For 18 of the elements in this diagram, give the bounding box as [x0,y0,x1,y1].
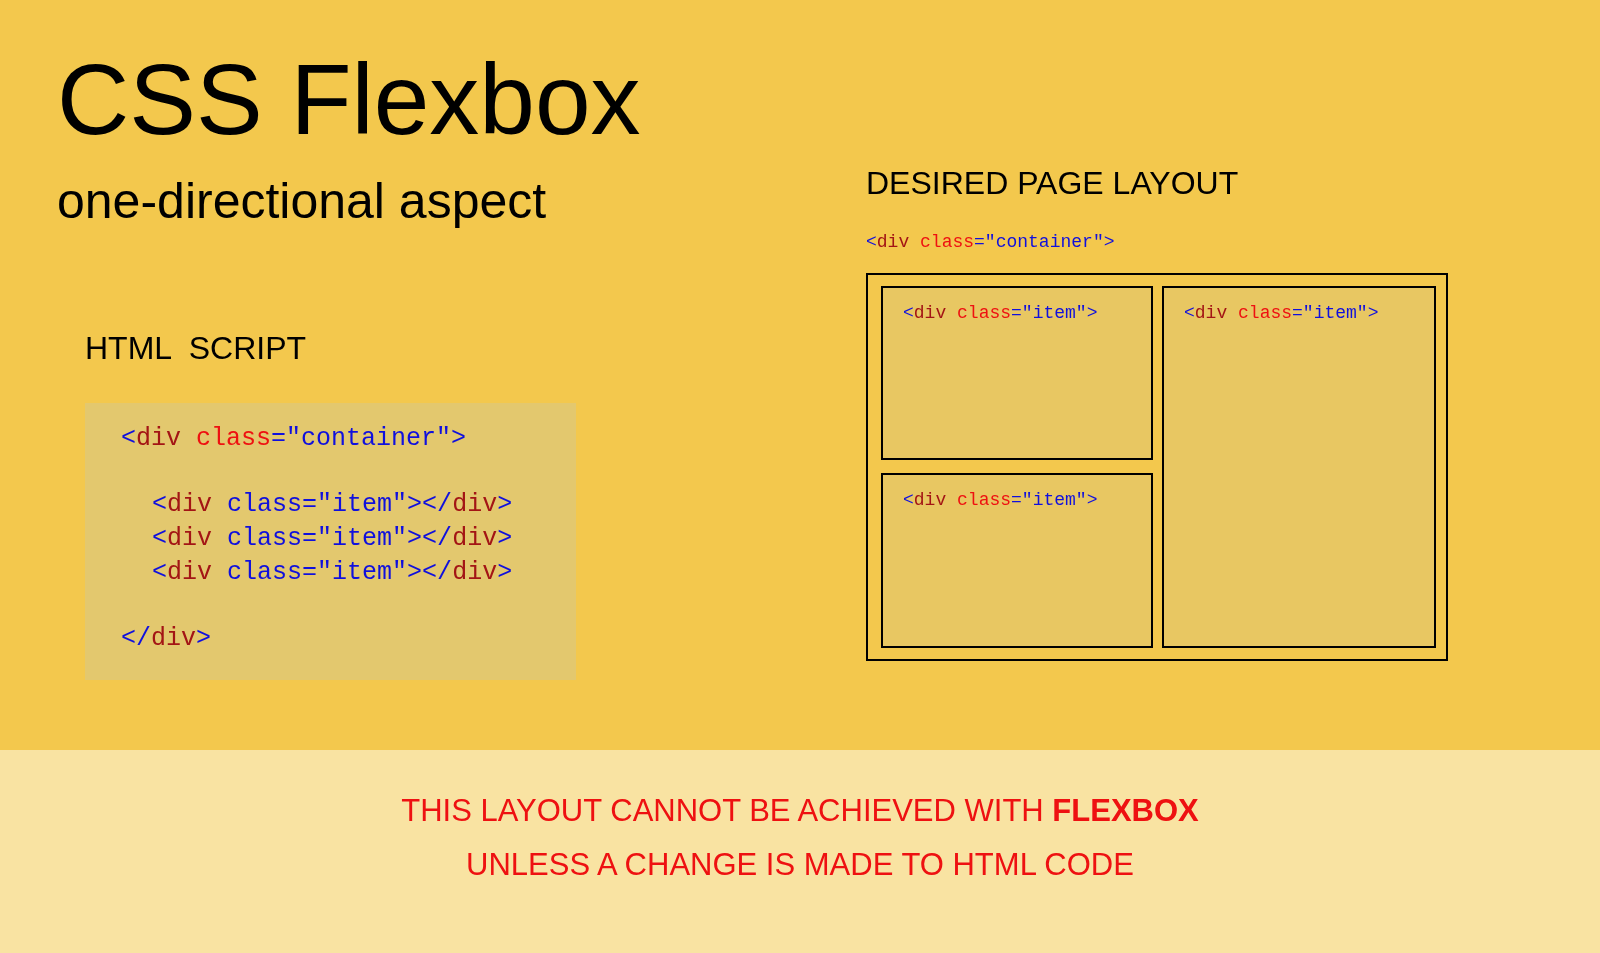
code-line: <div class="container"> [121,423,467,455]
code-line: <div class="item"></div> [152,557,513,589]
code-line: <div class="item"> [903,302,1098,324]
code-line: <div class="item"> [903,489,1098,511]
code-line: <div class="item"> [1184,302,1379,324]
item-box [881,286,1153,460]
page-title: CSS Flexbox [57,42,641,157]
warning-text: THIS LAYOUT CANNOT BE ACHIEVED WITH FLEXBOX UNLESS A CHANGE IS MADE TO HTML CODE [400,792,1200,884]
code-line: <div class="item"></div> [152,523,513,555]
code-line: </div> [121,623,212,655]
code-line: <div class="container"> [866,231,1115,253]
notice-band [0,750,1600,953]
item-box [1162,286,1436,648]
code-line: <div class="item"></div> [152,489,513,521]
section-heading: DESIRED PAGE LAYOUT [866,165,1239,202]
section-heading: HTML SCRIPT [85,330,307,367]
subtitle: one-directional aspect [57,172,547,230]
item-box [881,473,1153,648]
